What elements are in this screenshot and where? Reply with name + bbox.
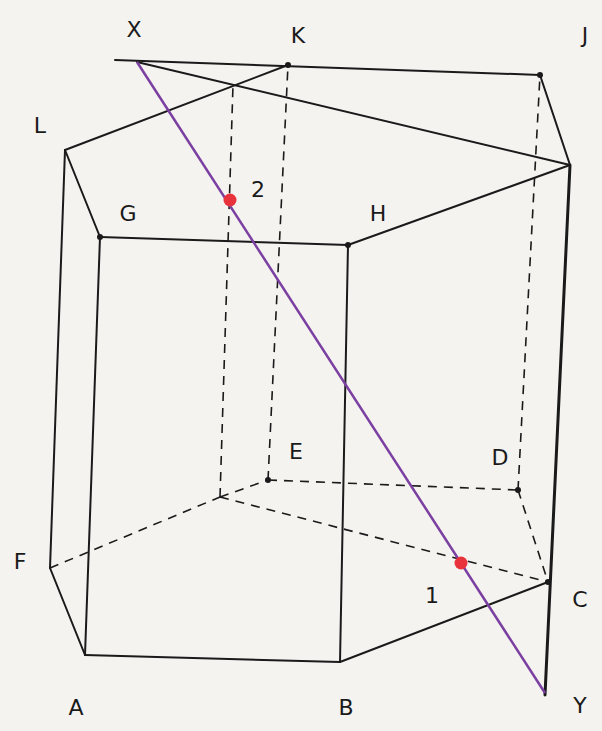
hidden-edge	[220, 85, 233, 497]
edge-line	[50, 150, 65, 568]
intersection-dot	[455, 557, 468, 570]
vertex-label: K	[291, 25, 305, 47]
section-line	[137, 62, 545, 693]
edge-line	[85, 655, 340, 662]
hidden-edge	[220, 497, 548, 582]
edge-line	[340, 245, 348, 662]
hidden-edge	[268, 480, 518, 490]
vertex-label: L	[34, 115, 46, 137]
hidden-edge	[518, 75, 540, 490]
intersection-dot	[224, 194, 237, 207]
vertex-label: G	[119, 203, 136, 225]
hidden-edge	[518, 490, 548, 582]
vertex-label: B	[338, 697, 353, 719]
vertex-label: J	[582, 25, 589, 47]
hidden-edge	[220, 480, 268, 497]
edge-line	[65, 65, 288, 150]
hidden-edge	[268, 65, 288, 480]
vertex-label: H	[370, 203, 387, 225]
callout-number: 1	[425, 585, 439, 607]
vertex-label: F	[14, 551, 27, 573]
edge-line	[540, 75, 570, 165]
callout-number: 2	[251, 179, 265, 201]
vertex-label: X	[126, 19, 141, 41]
vertex-label: A	[68, 697, 83, 719]
edge-line	[545, 165, 570, 695]
edge-line	[348, 165, 570, 245]
edge-line	[50, 568, 85, 655]
edge-line	[65, 150, 100, 237]
vertex-label: E	[289, 441, 303, 463]
edge-line	[85, 237, 100, 655]
vertex-label: D	[492, 447, 509, 469]
hidden-edge	[50, 497, 220, 568]
vertex-label: Y	[573, 695, 586, 717]
edge-line	[137, 62, 570, 165]
vertex-label: C	[572, 589, 587, 611]
edge-line	[100, 237, 348, 245]
